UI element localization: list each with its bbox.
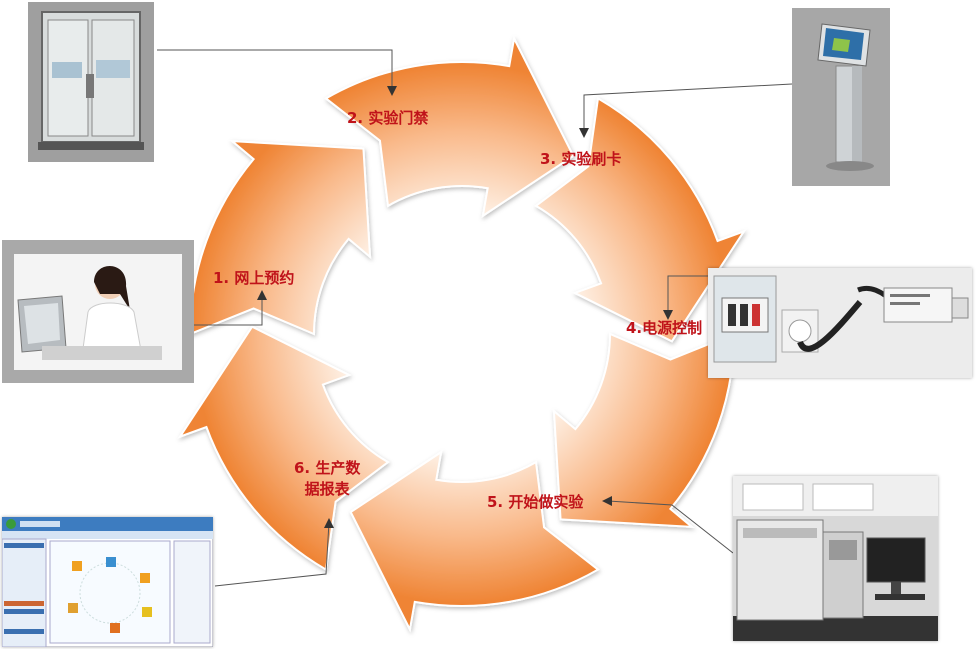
callout-arrowhead-lab — [602, 496, 612, 506]
software-screenshot — [2, 517, 213, 647]
callout-arrowhead-power — [663, 310, 673, 320]
callout-lines — [157, 49, 793, 587]
cycle-arrow-step-4 — [534, 96, 747, 343]
door-photo — [28, 2, 154, 162]
callout-line-booking — [194, 295, 263, 326]
callout-arrowhead-kiosk — [579, 128, 589, 138]
cycle-arrow-step-1 — [177, 325, 390, 572]
step-label-start-experiment: 5. 开始做实验 — [487, 493, 584, 511]
step-label-report-line2: 据报表 — [304, 480, 350, 498]
lab-instrument-photo — [733, 476, 938, 641]
power-controller-photo — [708, 268, 972, 378]
step-label-card-swipe: 3. 实验刷卡 — [540, 150, 622, 168]
cycle-arrow-step-2 — [188, 139, 372, 336]
callout-line-lab — [607, 500, 734, 554]
step-label-report-line1: 6. 生产数 — [294, 459, 361, 477]
cycle-arrow-segments — [177, 35, 747, 633]
cycle-arrow-step-6 — [349, 450, 600, 633]
callout-line-report — [214, 521, 330, 587]
step-label-booking: 1. 网上预约 — [213, 269, 295, 287]
kiosk-photo — [792, 8, 890, 186]
callout-arrowhead-report — [324, 518, 334, 528]
step-label-door-access: 2. 实验门禁 — [347, 109, 429, 127]
callout-arrowhead-door — [387, 86, 397, 96]
callout-line-door — [157, 49, 393, 92]
callout-line-power — [667, 275, 710, 316]
callout-line-kiosk — [583, 83, 793, 134]
callout-arrowhead-booking — [257, 290, 267, 300]
cycle-arrow-step-5 — [552, 332, 736, 529]
step-label-power-control: 4.电源控制 — [626, 319, 703, 337]
step-label-report: 6. 生产数 据报表 — [294, 458, 360, 500]
person-at-computer-photo — [2, 240, 194, 383]
cycle-arrow-step-3 — [324, 35, 575, 218]
